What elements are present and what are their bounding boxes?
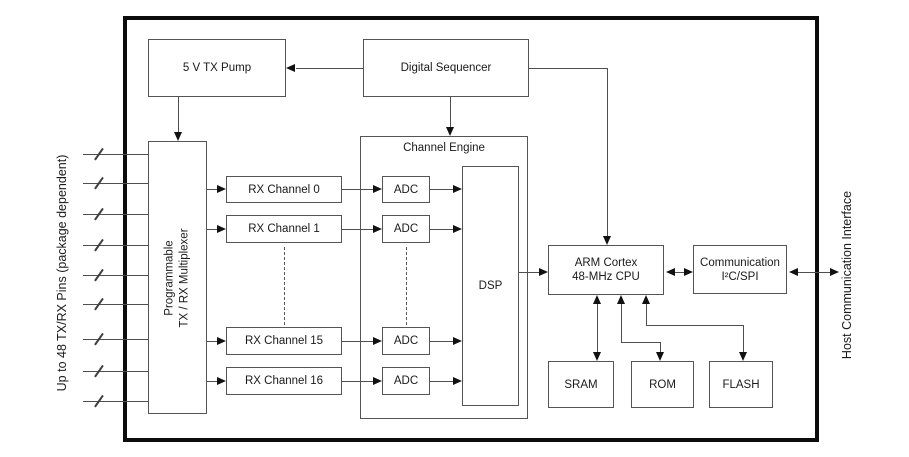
rx-channel-16-block: RX Channel 16	[226, 367, 342, 395]
cpu-block: ARM Cortex 48-MHz CPU	[548, 245, 664, 295]
channel-engine-label: Channel Engine	[403, 142, 485, 154]
arrowhead-right-icon	[217, 185, 226, 193]
sram-block: SRAM	[548, 361, 614, 408]
arrowhead-down-icon	[739, 352, 747, 361]
arrowhead-up-icon	[593, 295, 601, 304]
arrowhead-right-icon	[453, 377, 462, 385]
left-pins-label: Up to 48 TX/RX Pins (package dependent)	[55, 154, 69, 392]
arrowhead-right-icon	[217, 337, 226, 345]
arrowhead-down-icon	[174, 132, 182, 141]
multiplexer-block: Programmable TX / RX Multiplexer	[148, 141, 207, 414]
adc-16-block: ADC	[382, 367, 430, 395]
adc-1-block: ADC	[382, 215, 430, 243]
arrowhead-right-icon	[453, 185, 462, 193]
rx-channel-0-block: RX Channel 0	[226, 176, 342, 203]
arrowhead-right-icon	[373, 337, 382, 345]
pin-line	[83, 275, 148, 276]
pin-line	[83, 183, 148, 184]
arrowhead-up-icon	[642, 295, 650, 304]
tx-pump-label: 5 V TX Pump	[182, 62, 252, 74]
tx-pump-block: 5 V TX Pump	[148, 39, 286, 97]
pin-line	[83, 245, 148, 246]
multiplexer-label: Programmable TX / RX Multiplexer	[163, 227, 191, 328]
pin-line	[83, 154, 148, 155]
pin-line	[83, 401, 148, 402]
arrowhead-left-icon	[286, 64, 295, 72]
ellipsis-dashed-line	[284, 247, 285, 325]
communication-block: Communication I²C/SPI	[693, 245, 787, 294]
adc-15-block: ADC	[382, 327, 430, 355]
arrowhead-left-icon	[789, 268, 798, 276]
arrowhead-right-icon	[453, 225, 462, 233]
arrowhead-right-icon	[217, 225, 226, 233]
arrowhead-right-icon	[373, 377, 382, 385]
dsp-block: DSP	[462, 166, 519, 406]
arrowhead-right-icon	[684, 268, 693, 276]
ellipsis-dashed-line	[406, 247, 407, 325]
pin-line	[83, 339, 148, 340]
flash-block: FLASH	[709, 361, 773, 408]
rx-channel-15-block: RX Channel 15	[226, 327, 342, 355]
arrowhead-right-icon	[373, 225, 382, 233]
arrowhead-down-icon	[603, 236, 611, 245]
arrowhead-right-icon	[830, 268, 839, 276]
digital-sequencer-label: Digital Sequencer	[400, 62, 492, 74]
arrowhead-up-icon	[617, 295, 625, 304]
rom-block: ROM	[631, 361, 694, 408]
arrowhead-right-icon	[539, 268, 548, 276]
pin-line	[83, 214, 148, 215]
pin-line	[83, 371, 148, 372]
adc-0-block: ADC	[382, 176, 430, 203]
pin-line	[83, 304, 148, 305]
arrowhead-down-icon	[446, 127, 454, 136]
host-interface-label: Host Communication Interface	[840, 190, 854, 360]
chip-boundary	[123, 16, 819, 442]
arrowhead-right-icon	[217, 377, 226, 385]
arrowhead-down-icon	[593, 352, 601, 361]
digital-sequencer-block: Digital Sequencer	[363, 39, 529, 97]
arrowhead-left-icon	[666, 268, 675, 276]
rx-channel-1-block: RX Channel 1	[226, 215, 342, 243]
arrowhead-right-icon	[373, 185, 382, 193]
arrowhead-right-icon	[453, 337, 462, 345]
arrowhead-down-icon	[656, 352, 664, 361]
